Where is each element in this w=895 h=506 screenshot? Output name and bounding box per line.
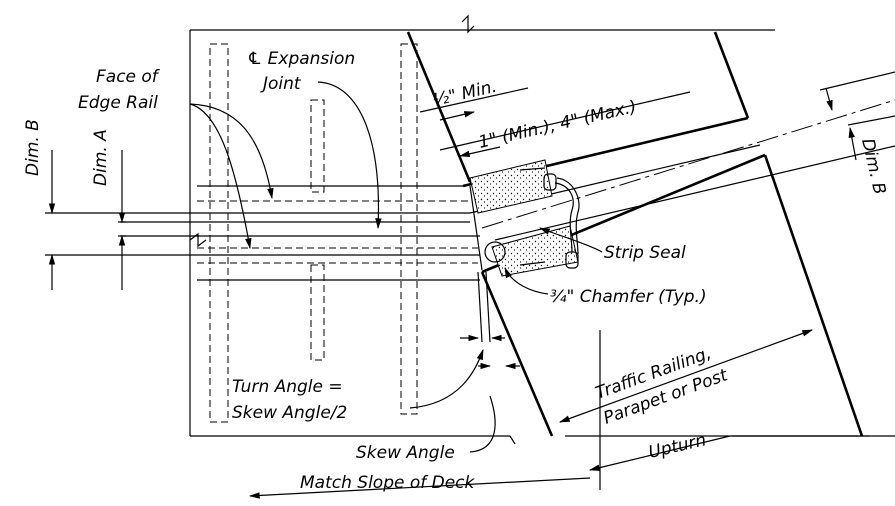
deck-outline	[189, 14, 895, 445]
leader-lines	[189, 81, 603, 453]
label-strip-seal: Strip Seal	[604, 243, 686, 263]
label-turn-angle-1: Turn Angle =	[232, 377, 343, 397]
dashed-posts	[209, 43, 418, 423]
label-half-inch-min: ½" Min.	[431, 77, 499, 111]
label-face-of-edge-rail-1: Face of	[96, 67, 161, 87]
label-chamfer: ¾" Chamfer (Typ.)	[550, 287, 707, 307]
label-dim-b-left: Dim. B	[23, 119, 43, 176]
dimension-lines	[45, 71, 895, 499]
strip-seal-assembly	[469, 159, 580, 277]
edge-rails	[120, 185, 480, 281]
label-dim-a: Dim. A	[91, 129, 111, 186]
label-skew-angle: Skew Angle	[356, 443, 455, 463]
label-turn-angle-2: Skew Angle/2	[232, 403, 347, 423]
label-expansion-joint-1: ℄ Expansion	[247, 49, 355, 69]
label-expansion-joint-2: Joint	[260, 74, 302, 94]
label-dim-b-right: Dim. B	[857, 137, 889, 197]
label-upturn: Upturn	[647, 430, 708, 463]
label-face-of-edge-rail-2: Edge Rail	[78, 93, 158, 113]
label-gap-range: 1" (Min.), 4" (Max.)	[477, 97, 639, 153]
label-match-slope: Match Slope of Deck	[300, 473, 476, 493]
